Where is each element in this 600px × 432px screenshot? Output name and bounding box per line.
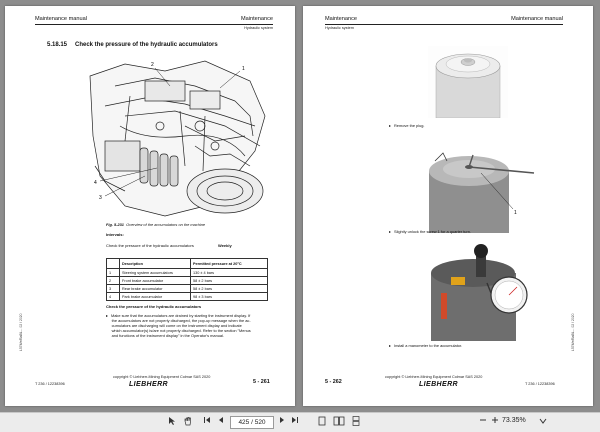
footer-document-id: T 236 / 12238396 [35,382,65,386]
last-page-icon[interactable] [290,416,300,428]
instruction-line: Make sure that the accumulators are drai… [111,313,251,318]
check-heading: Check the pressure of the hydraulic accu… [106,304,202,309]
page-number: 5 - 261 [253,379,270,385]
header-left: Maintenance manual [35,16,87,22]
zoom-out-icon[interactable] [478,416,488,428]
table-cell: 1 [106,268,120,277]
step-text: Install a manometer to the accumulator. [394,343,463,348]
page-number: 5 - 262 [325,379,342,385]
callout-1: 1 [514,210,517,216]
header-right: Maintenance [240,16,273,22]
liebherr-logo: LIEBHERR [419,381,458,388]
footer-document-id: T 236 / 12238396 [525,382,555,386]
header-rule [35,24,273,25]
step-unlock-screw: Slightly unlock the screw 1 for a quarte… [389,229,471,235]
instruction-line: which accumulator(s) is/are not properly… [111,327,251,333]
step-text: Slightly unlock the screw 1 for a quarte… [394,229,471,234]
header-subtitle: Hydraulic system [325,26,354,30]
hand-icon[interactable] [182,416,194,428]
instruction-line: and functions of the instrument display"… [111,332,225,338]
step-remove-plug: Remove the plug. [389,123,425,129]
page-261: Maintenance manual Maintenance Hydraulic… [5,6,295,406]
two-page-icon[interactable] [332,416,346,428]
section-number: 5.18.15 [47,42,68,48]
pdf-toolbar: 425 / 520 73.35% [0,412,600,432]
drain-instruction: Make sure that the accumulators are drai… [106,313,286,339]
bullet-arrow-icon [389,230,391,233]
table-row: 1 Steering system accumulators 130 ± 4 b… [106,268,268,277]
zoom-level[interactable]: 73.35% [502,417,526,424]
caption-text: Overview of the accumulators on the mach… [126,222,206,227]
scroll-icon[interactable] [350,416,362,428]
header-subtitle: Hydraulic system [244,26,273,30]
table-header: Permitted pressure at 20°C [190,258,268,269]
caption-label: Fig. 5-231 [106,222,124,227]
accumulators-overview-figure: 1 2 3 4 [89,60,266,217]
page-262: Maintenance Maintenance manual Hydraulic… [303,6,593,406]
header-rule [325,24,563,25]
next-page-icon[interactable] [277,416,287,428]
table-cell: Front brake accumulator [119,276,191,285]
accumulator-plug-photo [428,46,508,118]
instruction-line: the accumulators are not properly discha… [111,317,251,323]
table-cell: 130 ± 4 bars [190,268,268,277]
figure-caption: Fig. 5-231 Overview of the accumulators … [106,222,205,227]
step-text: Remove the plug. [394,123,425,128]
table-cell: 58 ± 2 bars [190,276,268,285]
zoom-dropdown-chevron-icon[interactable] [538,416,548,428]
accumulator-screw-photo: 1 [421,141,536,233]
table-cell: 58 ± 2 bars [190,284,268,293]
pointer-icon[interactable] [166,416,178,428]
table-row: 4 Park brake accumulator 98 ± 3 bars [106,292,268,301]
single-page-icon[interactable] [316,416,328,428]
table-cell: Rear brake accumulator [119,284,191,293]
zoom-in-icon[interactable] [490,416,500,428]
bullet-arrow-icon [389,124,391,127]
table-cell: Park brake accumulator [119,292,191,301]
table-header [106,258,120,269]
callout-4: 4 [94,180,97,186]
table-cell: 3 [106,284,120,293]
bullet-arrow-icon [106,314,108,317]
instruction-line: cumulators are discharging will come on … [111,322,242,328]
prev-page-icon[interactable] [216,416,226,428]
table-cell: 98 ± 3 bars [190,292,268,301]
first-page-icon[interactable] [202,416,212,428]
side-reference: L574/e/BaBL... 02 / 2020 [19,313,23,351]
table-row: 2 Front brake accumulator 58 ± 2 bars [106,276,268,285]
accumulator-pressure-table: Description Permitted pressure at 20°C 1… [106,258,268,301]
callout-3: 3 [99,195,102,201]
manometer-photo [421,243,536,341]
interval-value: Weekly [218,243,232,248]
table-header: Description [119,258,191,269]
page-number-input[interactable]: 425 / 520 [230,416,274,429]
interval-text: Check the pressure of the hydraulic accu… [106,243,194,248]
side-reference: L574/e/BaBL... 02 / 2020 [571,313,575,351]
footer-copyright: copyright © Liebherr-Mining Equipment Co… [385,375,483,379]
table-cell: Steering system accumulators [119,268,191,277]
intervals-label: Intervals: [106,232,124,237]
callout-1: 1 [242,66,245,72]
footer-copyright: copyright © Liebherr-Mining Equipment Co… [113,375,211,379]
table-cell: 2 [106,276,120,285]
section-title: Check the pressure of the hydraulic accu… [75,42,218,48]
table-header-row: Description Permitted pressure at 20°C [106,258,268,269]
section-heading: 5.18.15 Check the pressure of the hydraul… [47,42,218,48]
bullet-arrow-icon [389,344,391,347]
liebherr-logo: LIEBHERR [129,381,168,388]
table-cell: 4 [106,292,120,301]
step-install-manometer: Install a manometer to the accumulator. [389,343,463,349]
callout-2: 2 [151,62,154,68]
header-right: Maintenance manual [511,16,563,22]
table-row: 3 Rear brake accumulator 58 ± 2 bars [106,284,268,293]
document-viewer[interactable]: Maintenance manual Maintenance Hydraulic… [0,0,600,412]
header-left: Maintenance [325,16,358,22]
